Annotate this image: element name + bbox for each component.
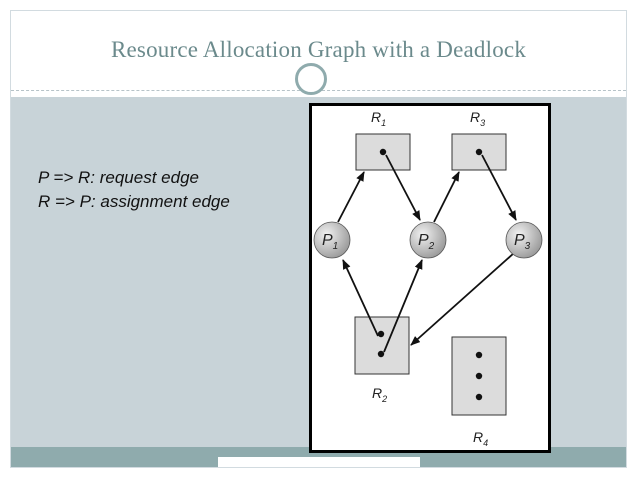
process-p1: P1 <box>313 221 351 259</box>
resource-label-r2: R2 <box>372 385 387 404</box>
process-p2: P2 <box>409 221 447 259</box>
edge-r3-p3 <box>481 154 517 221</box>
process-label-p2: P2 <box>418 232 435 252</box>
resource-label-r1: R1 <box>371 109 386 128</box>
resource-label-r3: R3 <box>470 109 485 128</box>
instance-dot <box>379 148 387 156</box>
edge-p3-r2 <box>410 252 515 346</box>
slide-title: Resource Allocation Graph with a Deadloc… <box>110 37 527 62</box>
resource-r1: R1 <box>355 109 411 171</box>
instance-dot <box>475 148 483 156</box>
instance-dot <box>475 351 483 359</box>
graph-frame <box>309 103 551 453</box>
edge-r2-p2 <box>383 259 423 353</box>
edge-p2-r3 <box>433 171 460 223</box>
resource-r2: R2 <box>354 316 410 404</box>
instance-dot <box>377 330 385 338</box>
footer-gap <box>218 457 420 467</box>
instance-dot <box>475 393 483 401</box>
resource-allocation-graph: R1 R3 R2 R4 <box>309 103 551 453</box>
instance-dot <box>377 350 385 358</box>
process-label-p1: P1 <box>322 232 338 252</box>
legend-assignment-edge: R => P: assignment edge <box>38 192 230 211</box>
circle-ornament-icon <box>295 63 327 95</box>
edge-r2-p1 <box>342 259 379 337</box>
process-p3: P3 <box>505 221 543 259</box>
process-label-p3: P3 <box>514 232 531 252</box>
resource-r3: R3 <box>451 109 507 171</box>
resource-r4: R4 <box>451 336 507 448</box>
edge-legend: P => R: request edge R => P: assignment … <box>38 166 230 214</box>
edge-p1-r1 <box>337 171 365 223</box>
edges <box>337 154 517 353</box>
edge-r1-p2 <box>385 154 421 221</box>
legend-request-edge: P => R: request edge <box>38 168 199 187</box>
instance-dot <box>475 372 483 380</box>
resource-label-r4: R4 <box>473 429 488 448</box>
